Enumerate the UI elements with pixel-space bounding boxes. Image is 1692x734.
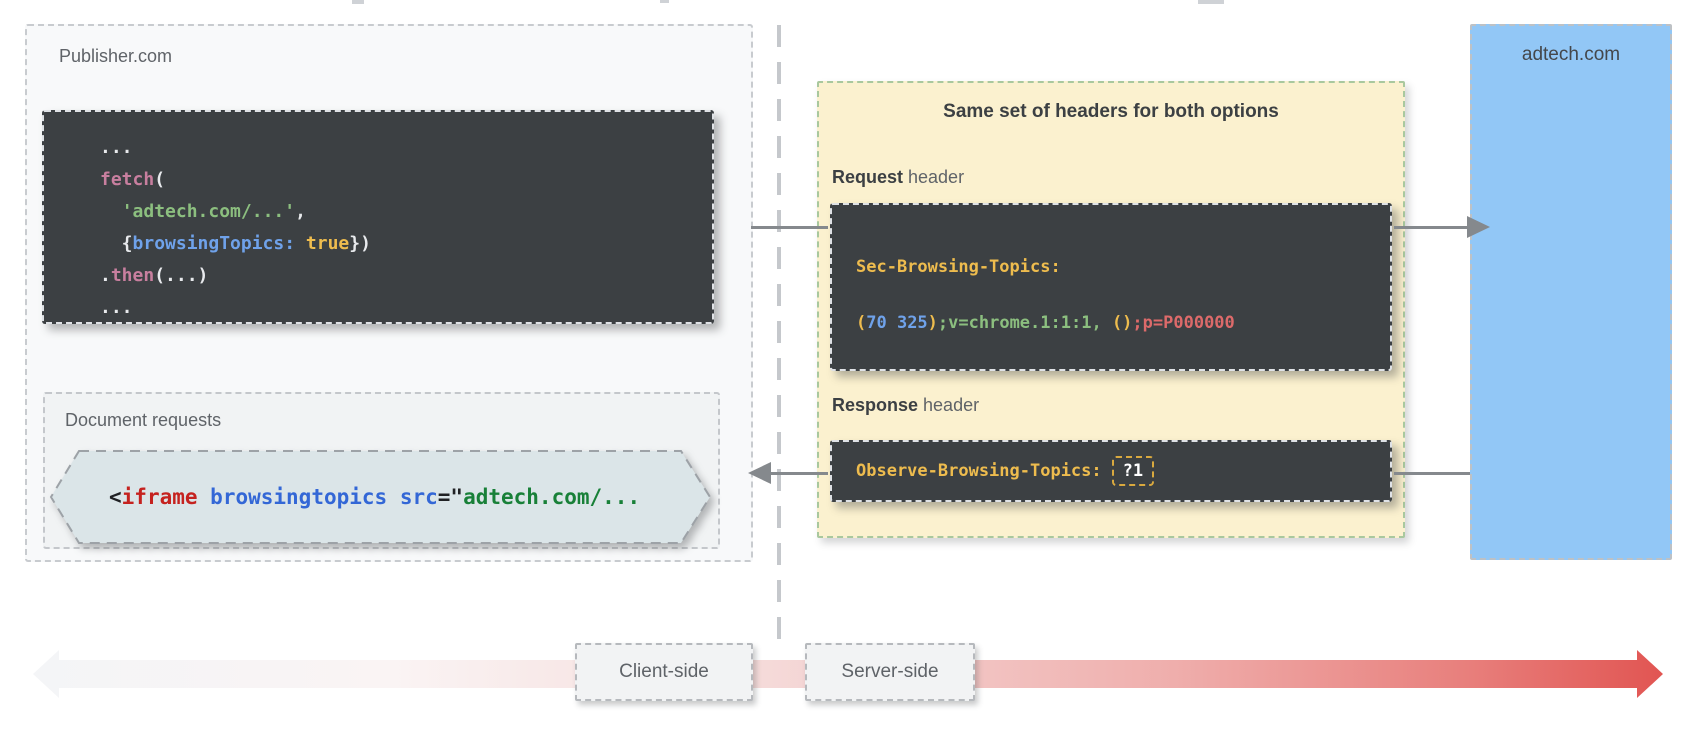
adtech-box: adtech.com (1470, 24, 1672, 560)
response-header-name: Observe-Browsing-Topics: (856, 461, 1102, 481)
response-header-label: Response header (832, 395, 979, 416)
response-header-block: Observe-Browsing-Topics: ?1 (830, 440, 1392, 502)
publisher-label: Publisher.com (59, 46, 173, 66)
fetch-code-block: ... fetch( 'adtech.com/...', {browsingTo… (42, 110, 714, 324)
request-header-label: Request header (832, 167, 964, 188)
response-header-value-chip: ?1 (1111, 456, 1155, 486)
request-header-value: (70 325);v=chrome.1:1:1, ();p=P000000 (856, 313, 1235, 333)
iframe-code-line: <iframe browsingtopics src="adtech.com/.… (109, 485, 641, 509)
response-label-bold: Response (832, 395, 919, 415)
client-side-label: Client-side (619, 661, 709, 682)
headers-panel-title: Same set of headers for both options (943, 101, 1279, 122)
server-side-label: Server-side (841, 661, 939, 682)
headers-panel: Same set of headers for both options Req… (817, 81, 1405, 538)
document-requests-label: Document requests (65, 410, 222, 430)
request-header-name: Sec-Browsing-Topics: (856, 257, 1061, 277)
code-line: {browsingTopics: true}) (100, 233, 371, 254)
hexagon-shape (49, 450, 712, 544)
iframe-hexagon: <iframe browsingtopics src="adtech.com/.… (49, 450, 712, 544)
code-line: fetch( (100, 169, 166, 190)
adtech-label: adtech.com (1521, 44, 1621, 65)
response-line-left (769, 472, 828, 475)
request-line-right (1394, 226, 1468, 229)
client-side-badge: Client-side (575, 643, 753, 701)
request-label-rest: header (903, 167, 965, 187)
publisher-box: Publisher.com ... fetch( 'adtech.com/...… (25, 24, 753, 562)
response-arrowhead-icon (748, 462, 771, 484)
request-label-bold: Request (832, 167, 904, 187)
request-line-left (751, 226, 828, 229)
code-line: 'adtech.com/...', (121, 201, 306, 222)
top-crop-artifact (352, 0, 364, 4)
code-line: .then(...) (100, 265, 209, 286)
code-line: ... (100, 297, 133, 318)
top-crop-artifact (660, 0, 669, 3)
client-server-divider (777, 25, 781, 647)
server-side-badge: Server-side (805, 643, 975, 701)
request-header-block: Sec-Browsing-Topics: (70 325);v=chrome.1… (830, 203, 1392, 371)
response-label-rest: header (918, 395, 980, 415)
code-line: ... (100, 137, 133, 158)
response-line-right (1394, 472, 1470, 475)
document-requests-box: Document requests <iframe browsingtopics… (43, 392, 720, 549)
request-arrowhead-icon (1467, 216, 1490, 238)
top-crop-artifact (1198, 0, 1224, 4)
